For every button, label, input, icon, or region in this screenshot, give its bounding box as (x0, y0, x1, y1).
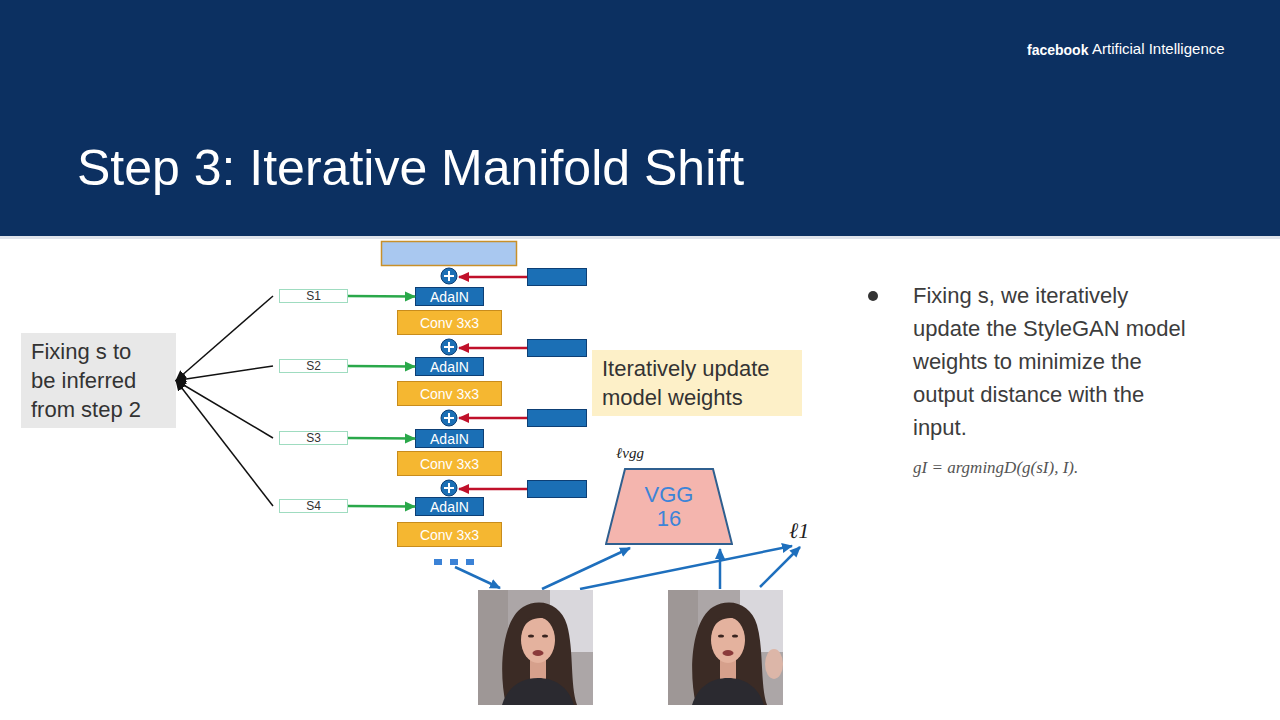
brand-name: facebook (1027, 41, 1088, 59)
style-link (176, 296, 273, 381)
node-text: AdaIN (430, 289, 469, 305)
input-photo (668, 590, 783, 705)
adain-block: AdaIN (415, 429, 484, 448)
output-block (382, 242, 517, 266)
node-text: AdaIN (430, 359, 469, 375)
node-text: S2 (306, 360, 321, 372)
trapezoid-shape (606, 469, 732, 544)
node-text: Conv 3x3 (420, 456, 479, 472)
adain-block: AdaIN (415, 497, 484, 516)
node-text: Iteratively update model weights (602, 354, 792, 412)
conv-block: Conv 3x3 (397, 451, 502, 476)
node-text: S4 (306, 500, 321, 512)
style-link (176, 381, 273, 439)
node-text: Conv 3x3 (420, 315, 479, 331)
network-block: VGG 16 (605, 468, 733, 545)
node-text: VGG 16 (639, 483, 699, 531)
formula: gI = argmingD(g(sI), I). (913, 457, 1078, 479)
style-vector-box: S3 (279, 431, 348, 445)
node-text: S3 (306, 432, 321, 444)
bullet-dot (868, 291, 878, 301)
noise-inputs (528, 269, 587, 498)
loss-label: ℓ1 (789, 519, 809, 543)
conv-block: Conv 3x3 (397, 381, 502, 406)
conv-block: Conv 3x3 (397, 310, 502, 335)
brand-division: Artificial Intelligence (1092, 40, 1225, 58)
note-box: Fixing s to be inferred from step 2 (21, 333, 176, 428)
style-input-arrow (348, 505, 415, 508)
loss-label: ℓvgg (616, 444, 644, 462)
style-input-arrow (348, 295, 415, 298)
style-vector-box: S2 (279, 359, 348, 373)
node-text: Conv 3x3 (420, 527, 479, 543)
node-text: AdaIN (430, 431, 469, 447)
node-text: AdaIN (430, 499, 469, 515)
node-text: Fixing s to be inferred from step 2 (31, 337, 156, 424)
continuation-dots (434, 559, 474, 565)
adain-block: AdaIN (415, 287, 484, 306)
style-input-arrow (348, 365, 415, 368)
bullet-text: Fixing s, we iteratively update the Styl… (913, 279, 1193, 444)
adain-block: AdaIN (415, 357, 484, 376)
style-link (176, 381, 273, 507)
flow-arrows (455, 546, 800, 589)
callout-box: Iteratively update model weights (592, 350, 802, 416)
node-text: S1 (306, 290, 321, 302)
style-vector-box: S4 (279, 499, 348, 513)
conv-block: Conv 3x3 (397, 522, 502, 547)
style-input-arrow (348, 437, 415, 440)
node-text: Conv 3x3 (420, 386, 479, 402)
style-link (176, 366, 273, 381)
header-shadow (0, 236, 1280, 239)
style-vector-box: S1 (279, 289, 348, 303)
generated-photo (478, 590, 593, 705)
header-band (0, 0, 1280, 236)
slide-title: Step 3: Iterative Manifold Shift (77, 138, 744, 198)
